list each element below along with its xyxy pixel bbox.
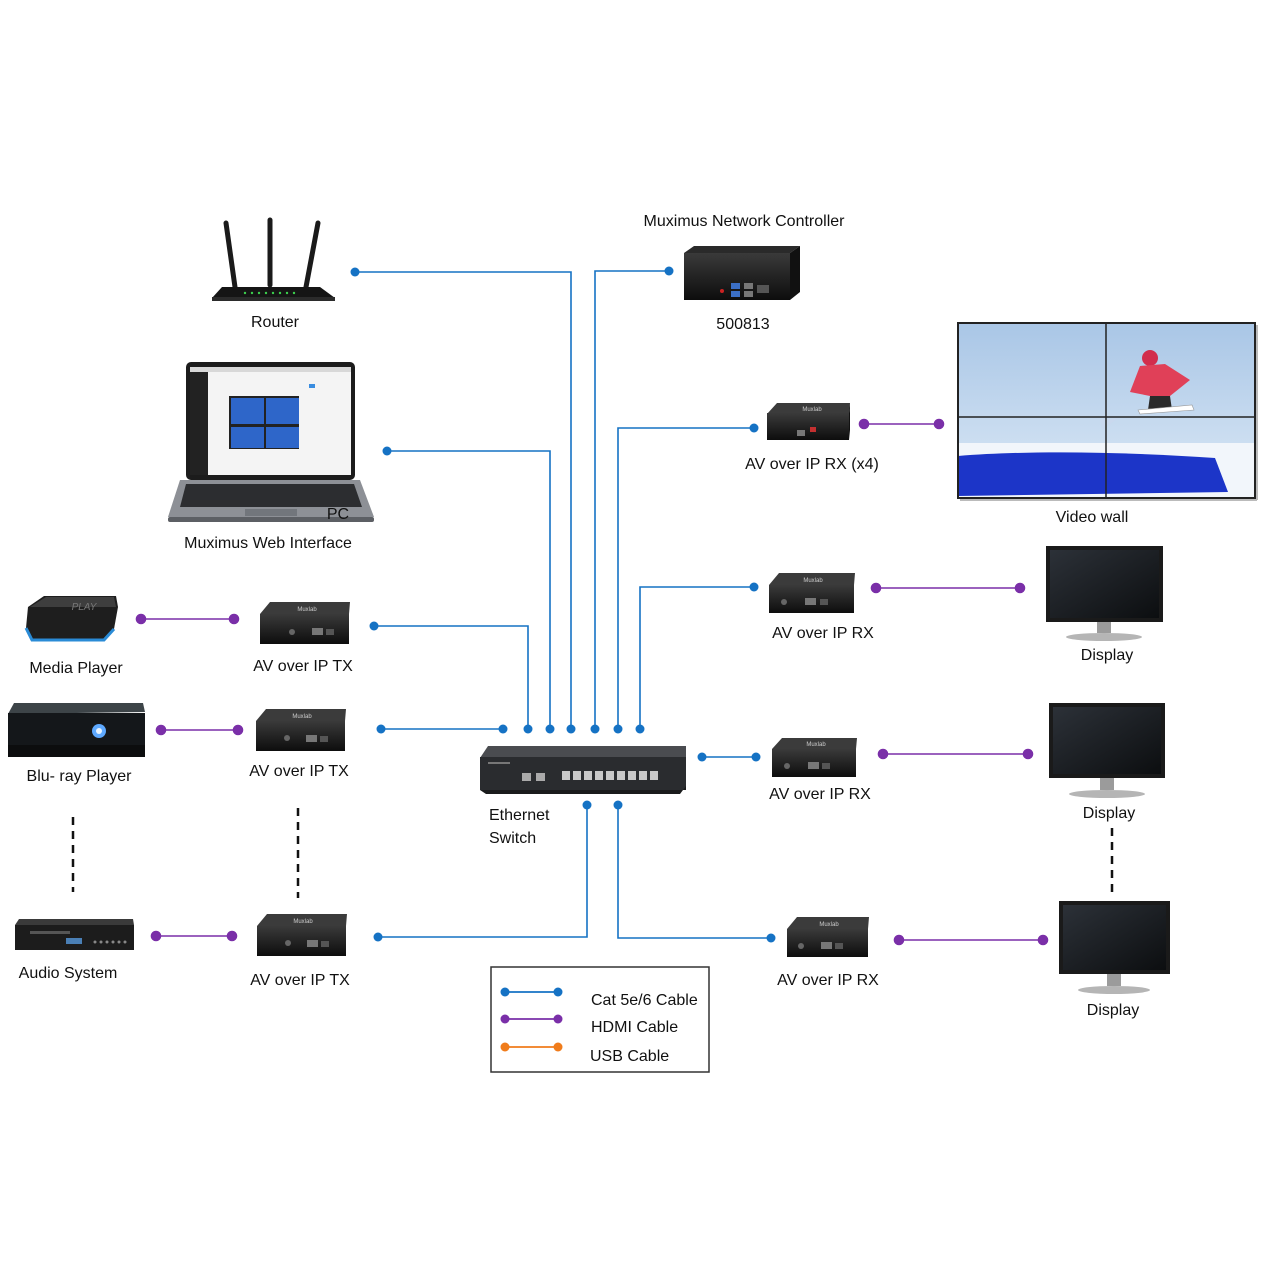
legend-item-usb: USB Cable [500,1042,669,1065]
av-over-ip-rx-2-icon: Muxlab [772,738,857,777]
cable-rx-x4-switch [617,427,754,729]
svg-text:PLAY: PLAY [72,602,98,613]
cable-switch-rx3 [617,805,771,939]
controller-model: 500813 [716,316,769,333]
network-controller-icon [684,246,800,300]
bluray-player-label: Blu- ray Player [27,768,133,785]
laptop-icon [168,362,374,522]
audio-system-label: Audio System [19,965,118,982]
cat-cable-lines [355,270,771,939]
web-interface-label: Muximus Web Interface [184,535,352,552]
legend-item-cat: Cat 5e/6 Cable [500,987,698,1009]
cable-switch-tx3 [378,805,588,938]
rx-1-label: AV over IP RX [772,625,874,642]
router-label: Router [251,314,300,331]
switch-label-line2: Switch [489,830,536,847]
display-3-label: Display [1087,1002,1139,1019]
display-2-label: Display [1083,805,1135,822]
cable-tx1-switch [374,625,529,729]
av-over-ip-tx-1-icon: Muxlab [260,602,350,644]
continuation-dashes [71,808,1114,898]
legend-label-cat: Cat 5e/6 Cable [591,992,698,1009]
rx-x4-logo: Muxlab [802,407,822,413]
cable-pc-switch [387,450,551,729]
av-over-ip-tx-3-icon: Muxlab [257,914,347,956]
legend-item-hdmi: HDMI Cable [500,1014,678,1036]
rx-x4-label: AV over IP RX (x4) [745,456,879,473]
ethernet-switch-icon [480,746,686,794]
cable-controller-switch [594,270,669,729]
tx-3-label: AV over IP TX [250,972,350,989]
display-2-icon [1049,703,1165,798]
rx-2-label: AV over IP RX [769,786,871,803]
router-icon [212,217,335,301]
media-player-icon: PLAY [24,596,118,642]
tx-1-label: AV over IP TX [253,658,353,675]
av-over-ip-rx-x4-icon: Muxlab [767,403,850,440]
rx-2-logo: Muxlab [806,742,826,748]
video-wall-icon [957,322,1258,501]
hdmi-cable-lines [135,418,1049,946]
av-over-ip-rx-3-icon: Muxlab [787,917,869,957]
cat-cable-endpoints [350,266,776,943]
cable-legend: Cat 5e/6 Cable HDMI Cable USB Cable [490,966,710,1073]
audio-system-icon [15,919,134,950]
tx-1-logo: Muxlab [297,607,317,613]
tx-3-logo: Muxlab [293,919,313,925]
rx-1-logo: Muxlab [803,578,823,584]
legend-label-hdmi: HDMI Cable [591,1019,678,1036]
tx-2-logo: Muxlab [292,714,312,720]
legend-label-usb: USB Cable [590,1048,669,1065]
rx-3-label: AV over IP RX [777,972,879,989]
bluray-player-icon [8,703,145,757]
display-1-label: Display [1081,647,1133,664]
rx-3-logo: Muxlab [819,922,839,928]
tx-2-label: AV over IP TX [249,763,349,780]
switch-label-line1: Ethernet [489,807,550,824]
video-wall-label: Video wall [1056,509,1129,526]
pc-label: PC [327,506,349,523]
av-over-ip-tx-2-icon: Muxlab [256,709,346,751]
display-1-icon [1046,546,1163,641]
display-3-icon [1059,901,1170,994]
cable-rx1-switch [639,586,754,729]
cable-router-switch [355,271,572,729]
media-player-label: Media Player [29,660,123,677]
controller-title: Muximus Network Controller [644,213,846,230]
av-over-ip-rx-1-icon: Muxlab [769,573,855,613]
